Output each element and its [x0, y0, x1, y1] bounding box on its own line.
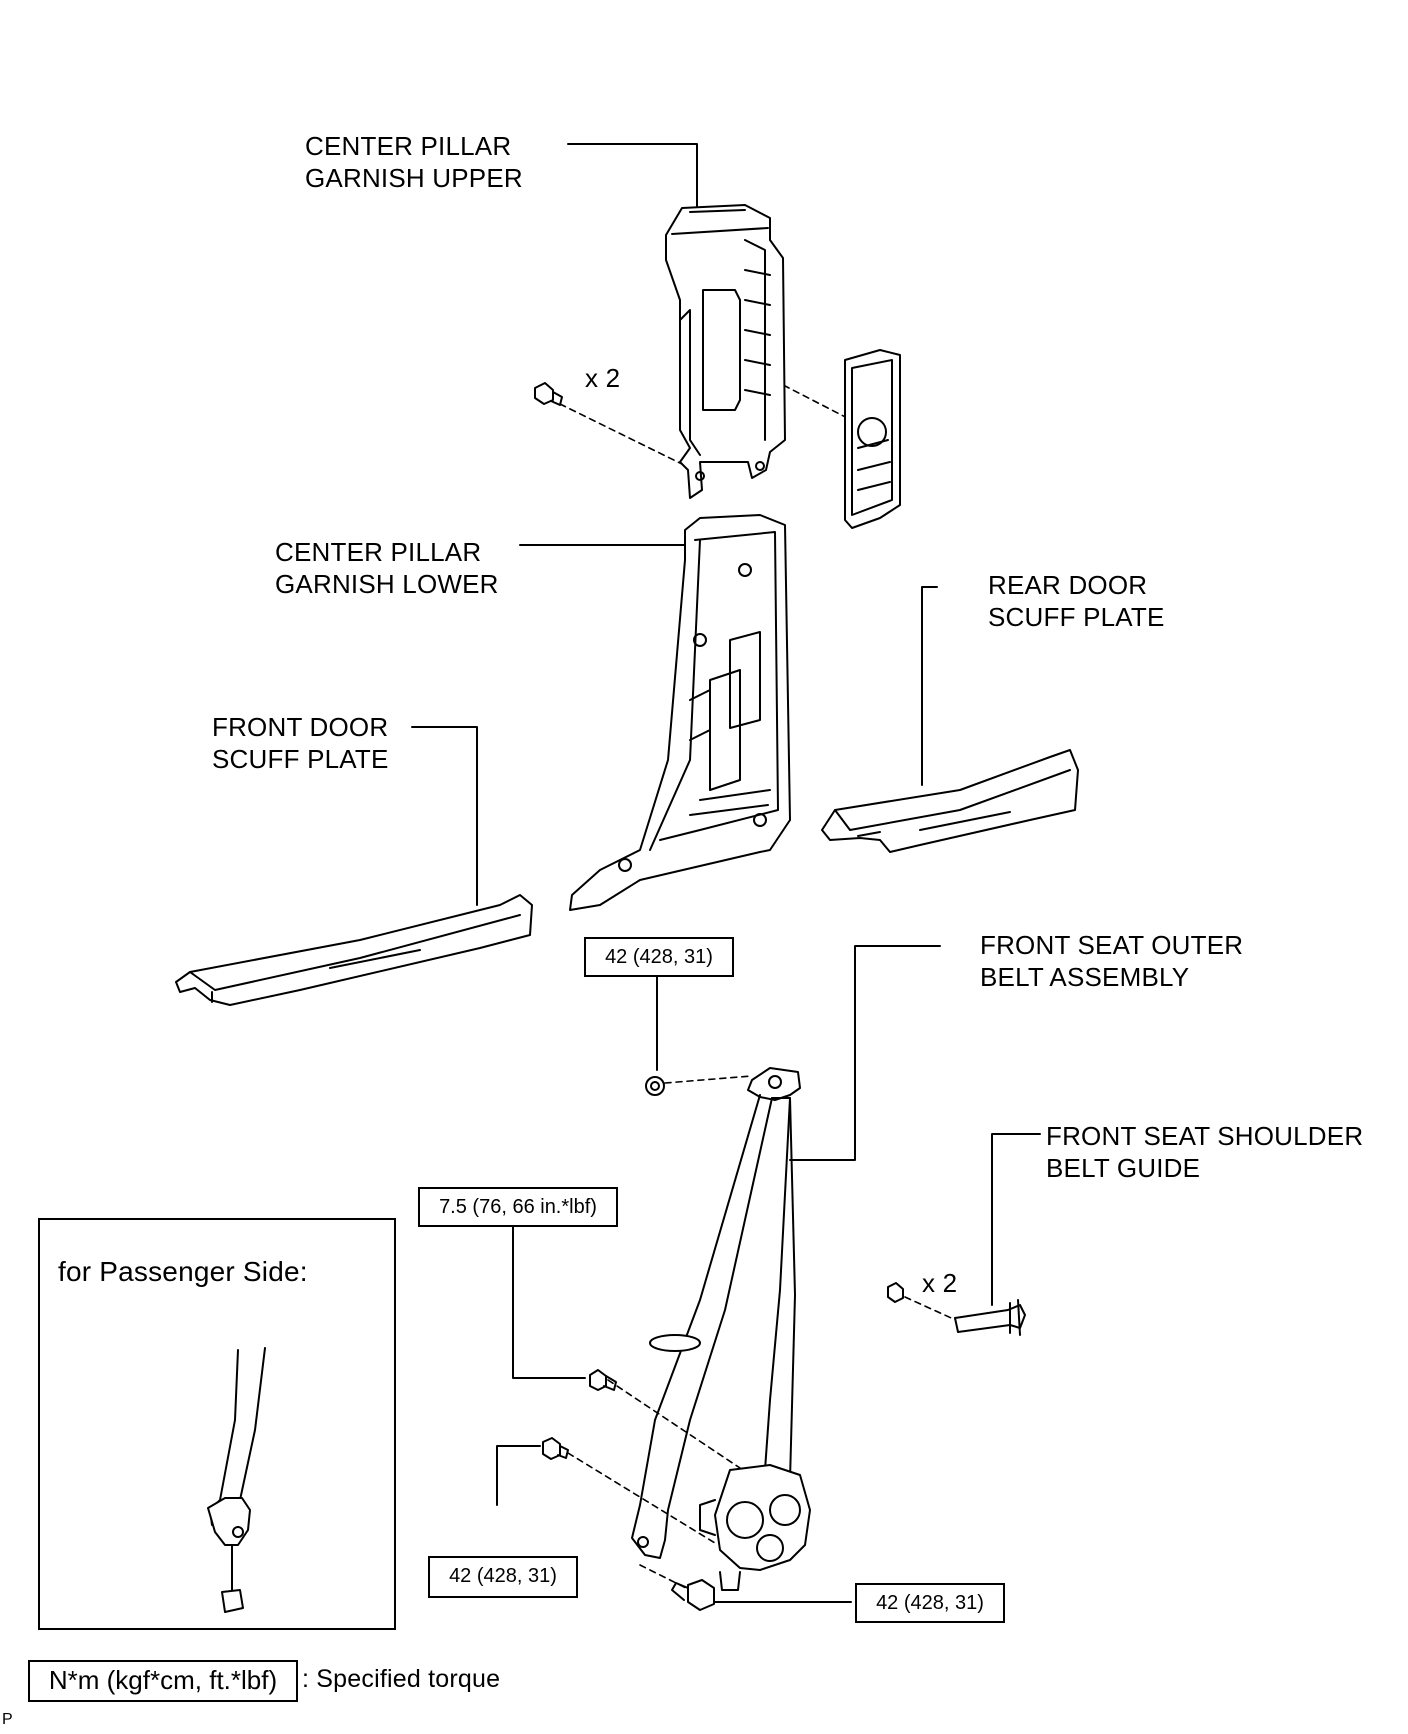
front-door-scuff-plate-part [175, 894, 533, 1006]
bolts [534, 382, 904, 1611]
center-pillar-garnish-lower-part [569, 514, 791, 911]
legend-description: : Specified torque [302, 1665, 501, 1693]
rear-door-scuff-plate-part [821, 749, 1079, 853]
label-center-pillar-garnish-upper: CENTER PILLAR GARNISH UPPER [305, 131, 523, 193]
label-front-seat-outer-belt-assembly: FRONT SEAT OUTER BELT ASSEMBLY [980, 930, 1244, 992]
retractor-cover-part [844, 349, 901, 529]
anchor-nut-part [645, 1076, 665, 1096]
torque-box-shoulder-adjuster: 7.5 (76, 66 in.*lbf) [418, 1187, 618, 1227]
corner-mark: P [2, 1711, 13, 1728]
torque-box-lower-anchor: 42 (428, 31) [855, 1583, 1005, 1623]
label-rear-door-scuff-plate: REAR DOOR SCUFF PLATE [988, 570, 1165, 632]
leader-lines [411, 143, 1041, 1603]
torque-box-anchor-top: 42 (428, 31) [584, 937, 734, 977]
torque-box-retractor-left: 42 (428, 31) [428, 1556, 578, 1598]
passenger-side-inset: for Passenger Side: [38, 1218, 396, 1630]
passenger-side-inset-drawing [207, 1347, 266, 1613]
front-seat-outer-belt-part [631, 1067, 811, 1591]
label-center-pillar-garnish-lower: CENTER PILLAR GARNISH LOWER [275, 537, 499, 599]
label-qty-guide-screws: x 2 [922, 1268, 958, 1298]
label-qty-upper-clips: x 2 [585, 363, 621, 393]
inset-title: for Passenger Side: [58, 1256, 308, 1287]
center-pillar-garnish-upper-part [665, 204, 786, 499]
front-seat-shoulder-belt-guide-part [954, 1299, 1026, 1336]
label-front-door-scuff-plate: FRONT DOOR SCUFF PLATE [212, 712, 389, 774]
label-front-seat-shoulder-belt-guide: FRONT SEAT SHOULDER BELT GUIDE [1046, 1121, 1364, 1183]
legend-torque-unit-box: N*m (kgf*cm, ft.*lbf) [28, 1660, 298, 1702]
